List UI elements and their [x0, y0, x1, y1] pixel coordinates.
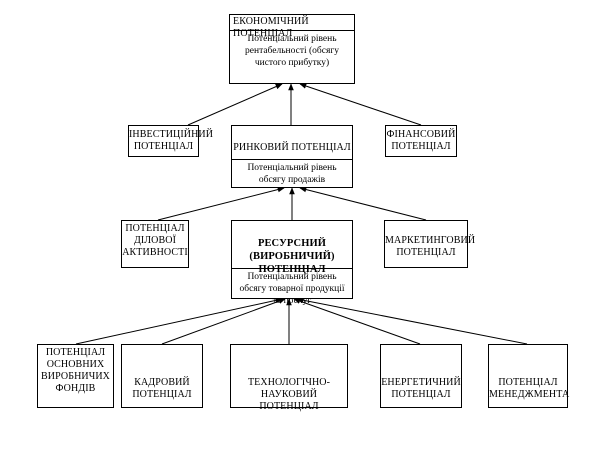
- tech-science-potential-label: ТЕХНОЛОГІЧНО-НАУКОВИЙ ПОТЕНЦІАЛ: [247, 377, 331, 412]
- management-potential-label: ПОТЕНЦІАЛ МЕНЕДЖМЕНТА: [489, 377, 570, 400]
- economic-potential-subtitle: Потенціальний рівень рентабельності (обс…: [245, 34, 339, 68]
- personnel-potential-label: КАДРОВИЙ ПОТЕНЦІАЛ: [132, 377, 192, 400]
- arrow-fixed-assets-to-resource: [75, 297, 283, 345]
- market-potential-subtitle: Потенціальний рівень обсягу продажів: [247, 163, 337, 185]
- arrow-investment-to-economic: [187, 83, 283, 126]
- arrow-personnel-to-resource: [161, 298, 286, 345]
- economic-potential-box: ЕКОНОМІЧНИЙ ПОТЕНЦІАЛ Потенціальний ріве…: [229, 14, 355, 84]
- investment-potential-box: ІНВЕСТИЦІЙНИЙ ПОТЕНЦІАЛ: [128, 125, 214, 157]
- arrow-energy-to-resource: [293, 298, 421, 345]
- resource-potential-box: РЕСУРСНИЙ (ВИРОБНИЧИЙ) ПОТЕНЦІАЛ Потенці…: [231, 220, 353, 306]
- fixed-assets-potential-box: ПОТЕНЦІАЛ ОСНОВНИХ ВИРОБНИЧИХ ФОНДІВ: [37, 344, 114, 408]
- management-potential-box: ПОТЕНЦІАЛ МЕНЕДЖМЕНТА: [488, 344, 570, 408]
- economic-potential-title: ЕКОНОМІЧНИЙ ПОТЕНЦІАЛ: [233, 16, 309, 39]
- energy-potential-box: ЕНЕРГЕТИЧНИЙ ПОТЕНЦІАЛ: [380, 344, 462, 408]
- tech-science-potential-box: ТЕХНОЛОГІЧНО-НАУКОВИЙ ПОТЕНЦІАЛ: [230, 344, 348, 412]
- financial-potential-box: ФІНАНСОВИЙ ПОТЕНЦІАЛ: [385, 125, 457, 157]
- arrow-financial-to-economic: [299, 83, 422, 126]
- energy-potential-label: ЕНЕРГЕТИЧНИЙ ПОТЕНЦІАЛ: [381, 377, 461, 400]
- financial-potential-label: ФІНАНСОВИЙ ПОТЕНЦІАЛ: [386, 129, 456, 152]
- investment-potential-label: ІНВЕСТИЦІЙНИЙ ПОТЕНЦІАЛ: [129, 129, 214, 152]
- marketing-potential-label: МАРКЕТИНГОВИЙ ПОТЕНЦІАЛ: [385, 235, 476, 258]
- arrow-management-to-resource: [296, 297, 528, 345]
- resource-potential-title: РЕСУРСНИЙ (ВИРОБНИЧИЙ) ПОТЕНЦІАЛ: [249, 238, 335, 275]
- business-activity-potential-label: ПОТЕНЦІАЛ ДІЛОВОЇ АКТИВНОСТІ: [122, 223, 188, 258]
- market-potential-box: РИНКОВИЙ ПОТЕНЦІАЛ Потенціальний рівень …: [231, 125, 353, 188]
- arrow-marketing-to-market: [299, 186, 427, 221]
- personnel-potential-box: КАДРОВИЙ ПОТЕНЦІАЛ: [121, 344, 203, 408]
- arrow-business-to-market: [157, 186, 285, 221]
- fixed-assets-potential-label: ПОТЕНЦІАЛ ОСНОВНИХ ВИРОБНИЧИХ ФОНДІВ: [41, 347, 110, 394]
- marketing-potential-box: МАРКЕТИНГОВИЙ ПОТЕНЦІАЛ: [384, 220, 476, 268]
- resource-potential-subtitle: Потенціальний рівень обсягу товарної про…: [239, 272, 345, 306]
- market-potential-title: РИНКОВИЙ ПОТЕНЦІАЛ: [233, 142, 351, 153]
- business-activity-potential-box: ПОТЕНЦІАЛ ДІЛОВОЇ АКТИВНОСТІ: [121, 220, 189, 268]
